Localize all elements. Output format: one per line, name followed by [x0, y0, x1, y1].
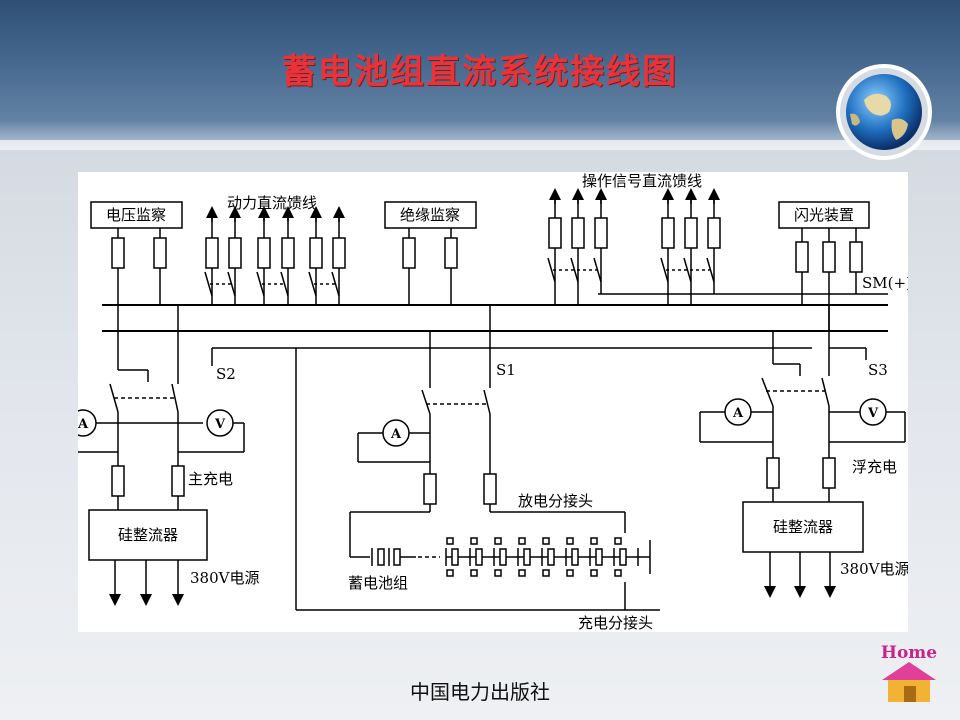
ammeter-left-symbol: A: [78, 417, 89, 432]
signal-feeder-label: 操作信号直流馈线: [582, 172, 702, 190]
voltage-monitor-box: [90, 201, 183, 229]
s1-label: S1: [496, 361, 516, 379]
wiring-diagram-svg: 电压监察 绝缘监察 闪光装置 硅整流器 硅整流器 动力直流馈线 操作信号直流馈线…: [47, 172, 912, 632]
flash-device-label: 闪光装置: [794, 206, 854, 224]
voltmeter-left-icon: [206, 409, 234, 437]
source-right-label: 380V电源: [840, 560, 908, 578]
ammeter-center-icon: [382, 419, 410, 447]
float-charge-label: 浮充电: [852, 458, 897, 476]
voltmeter-left-symbol: V: [214, 417, 226, 432]
banner-sheen: [0, 120, 960, 150]
s3-label: S3: [868, 361, 888, 379]
dc-wiring-diagram: 电压监察 绝缘监察 闪光装置 硅整流器 硅整流器 动力直流馈线 操作信号直流馈线…: [47, 172, 912, 632]
battery-bank: [371, 537, 651, 577]
sm-label: SM(+): [862, 274, 908, 292]
s2-label: S2: [216, 365, 236, 383]
rectifier-left-box: [88, 509, 208, 561]
flash-device-box: [778, 201, 870, 229]
ammeter-center-symbol: A: [390, 427, 402, 442]
globe-logo-icon: [836, 64, 932, 160]
voltmeter-right-icon: [859, 398, 887, 426]
ammeter-right-icon: [724, 398, 752, 426]
charge-tap-label: 充电分接头: [578, 614, 653, 632]
main-charge-label: 主充电: [188, 470, 233, 488]
title-banner: [0, 0, 960, 140]
power-feeder-label: 动力直流馈线: [227, 194, 317, 212]
rectifier-left-label: 硅整流器: [118, 526, 178, 544]
rectifier-right-label: 硅整流器: [773, 518, 833, 536]
ammeter-right-symbol: A: [732, 406, 744, 421]
home-roof-icon: [882, 662, 936, 680]
discharge-tap-label: 放电分接头: [518, 492, 593, 510]
rectifier-right-box: [742, 501, 864, 553]
voltmeter-right-symbol: V: [867, 406, 879, 421]
insulation-monitor-label: 绝缘监察: [400, 206, 460, 224]
voltage-monitor-label: 电压监察: [106, 206, 166, 224]
home-label: Home: [881, 643, 937, 663]
source-left-label: 380V电源: [190, 569, 259, 587]
publisher-footer: 中国电力出版社: [410, 680, 550, 704]
insulation-monitor-box: [384, 201, 477, 229]
battery-label: 蓄电池组: [348, 574, 408, 592]
fuses: [111, 217, 863, 505]
slide-title: 蓄电池组直流系统接线图: [282, 52, 678, 92]
home-button[interactable]: Home: [876, 636, 942, 706]
